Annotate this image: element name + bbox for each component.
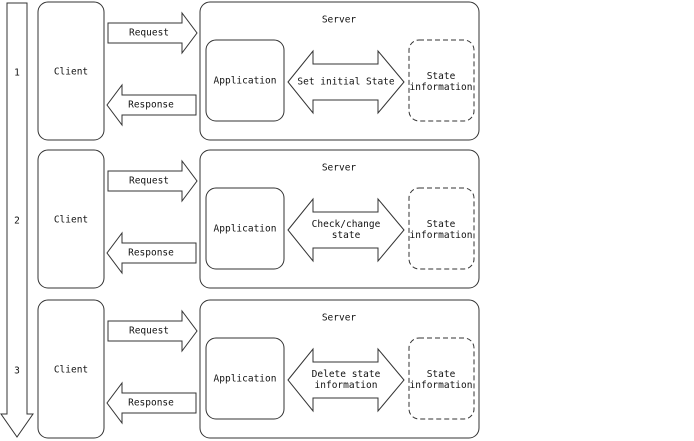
action-double-arrow <box>287 49 405 115</box>
response-arrow <box>106 381 197 425</box>
request-label: Request <box>129 326 169 337</box>
client-label: Client <box>54 215 88 226</box>
action-double-arrow <box>287 347 405 413</box>
application-label: Application <box>214 374 277 385</box>
server-title: Server <box>322 163 357 174</box>
client-box <box>37 299 105 439</box>
server-title: Server <box>322 15 357 26</box>
request-arrow <box>107 309 198 353</box>
client-box <box>37 149 105 289</box>
application-box <box>205 337 285 420</box>
step-number: 3 <box>14 366 20 377</box>
response-arrow <box>106 83 197 127</box>
client-label: Client <box>54 67 88 78</box>
state-information-box <box>408 187 475 270</box>
state-label-line: information <box>410 82 473 93</box>
client-box <box>37 1 105 141</box>
response-label: Response <box>128 248 174 259</box>
state-label-line: State <box>427 369 456 380</box>
step-number: 1 <box>14 68 20 79</box>
response-arrow <box>106 231 197 275</box>
client-label: Client <box>54 365 88 376</box>
action-label-line: Check/change <box>312 219 381 230</box>
application-box <box>205 187 285 270</box>
request-arrow <box>107 11 198 55</box>
response-label: Response <box>128 398 174 409</box>
application-box <box>205 39 285 122</box>
application-label: Application <box>214 76 277 87</box>
action-label-line: Set initial State <box>297 77 395 88</box>
request-arrow <box>107 159 198 203</box>
server-title: Server <box>322 313 357 324</box>
action-label-line: information <box>315 380 378 391</box>
request-label: Request <box>129 176 169 187</box>
timeline-arrow <box>0 2 34 438</box>
action-label-line: state <box>332 230 361 241</box>
application-label: Application <box>214 224 277 235</box>
state-label-line: information <box>410 380 473 391</box>
response-label: Response <box>128 100 174 111</box>
state-label-line: State <box>427 71 456 82</box>
action-double-arrow <box>287 197 405 263</box>
state-information-box <box>408 337 475 420</box>
state-label-line: information <box>410 230 473 241</box>
action-label-line: Delete state <box>312 369 381 380</box>
state-information-box <box>408 39 475 122</box>
step-number: 2 <box>14 216 20 227</box>
state-label-line: State <box>427 219 456 230</box>
request-label: Request <box>129 28 169 39</box>
